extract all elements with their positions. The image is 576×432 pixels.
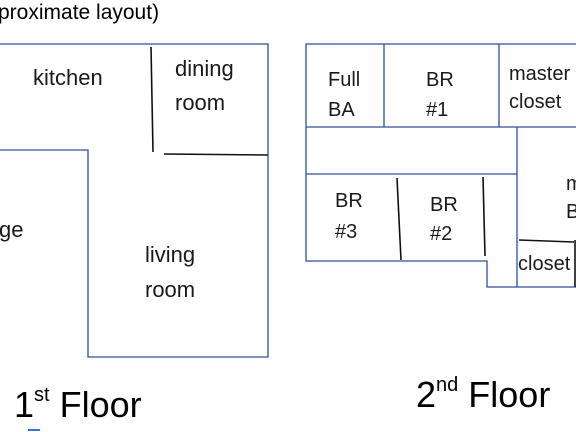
master-bedroom-label-line1: m (566, 173, 576, 195)
br2-label-line2: #2 (430, 223, 452, 245)
first-floor-superscript: st (34, 384, 50, 406)
br2-closet-line (482, 176, 486, 257)
br1-label-line1: BR (426, 69, 454, 91)
closet-label: closet (518, 253, 571, 275)
second-floor-superscript: nd (436, 374, 458, 396)
full-bath-label-line1: Full (328, 69, 360, 91)
second-floor-number: 2 (416, 374, 436, 415)
kitchen-dining-divider (150, 46, 154, 153)
garage-wall (0, 149, 89, 312)
dining-room-label-line2: room (175, 90, 225, 115)
second-floor-label: 2nd Floor (416, 374, 550, 415)
dining-living-divider (163, 153, 269, 156)
garage-label: ge (0, 217, 23, 242)
dining-room-label-line1: dining (175, 56, 234, 81)
diagram-title: proximate layout) (0, 1, 159, 24)
first-floor-number: 1 (14, 384, 34, 425)
living-room-label-line1: living (145, 242, 195, 267)
second-floor-word: Floor (458, 374, 550, 415)
first-floor-word: Floor (50, 384, 142, 425)
kitchen-label: kitchen (33, 65, 103, 90)
br1-label-line2: #1 (426, 99, 448, 121)
second-floor-outer-wall (305, 43, 576, 288)
first-floor-label: 1st Floor (14, 384, 142, 425)
full-bath-label-line2: BA (328, 99, 355, 121)
br3-label-line2: #3 (335, 221, 357, 243)
second-floor-plan: Full BA BR #1 master closet BR #3 BR #2 … (305, 43, 576, 415)
br2-label-line1: BR (430, 194, 458, 216)
closet-top-wall (518, 239, 575, 243)
first-floor-plan: kitchen dining room ge living room 1st F… (0, 43, 269, 431)
first-floor-outer-wall (0, 43, 269, 358)
br3-label-line1: BR (335, 190, 363, 212)
living-room-label-line2: room (145, 277, 195, 302)
master-bedroom-label-line2: B (566, 201, 576, 223)
master-closet-label-line2: closet (509, 91, 562, 113)
br3-br2-divider (396, 177, 402, 261)
master-closet-label-line1: master (509, 63, 570, 85)
